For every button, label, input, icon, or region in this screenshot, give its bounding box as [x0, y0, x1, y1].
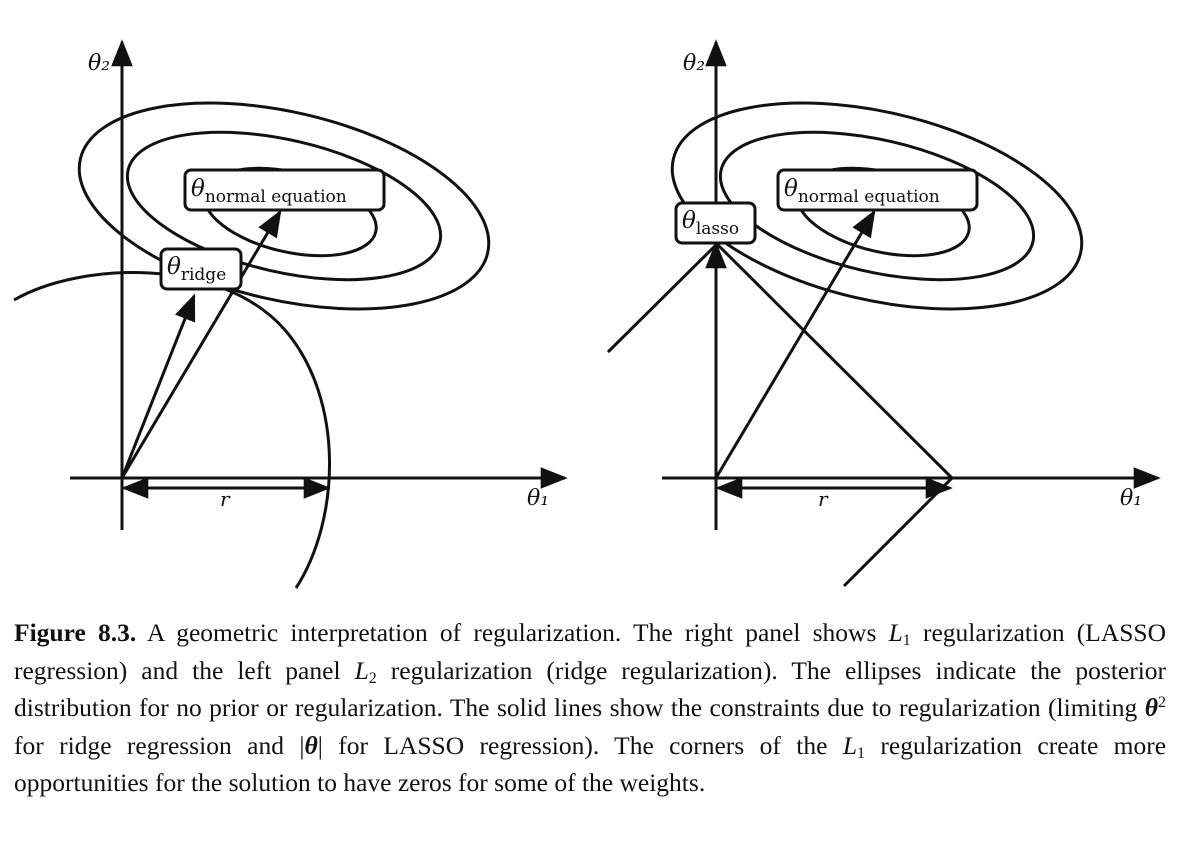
svg-text:θlasso: θlasso: [682, 208, 739, 239]
right-contour-outer: [670, 101, 1084, 311]
right-box-lasso: θlasso: [674, 201, 757, 245]
left-panel: [13, 39, 568, 589]
left-vector-normal: [120, 209, 282, 479]
svg-text:θnormal equation: θnormal equation: [784, 176, 940, 207]
left-contour-middle: [125, 130, 443, 282]
left-box-ridge: θridge: [159, 247, 243, 291]
right-box-normal-equation: θnormal equation: [776, 168, 979, 212]
right-x-axis-label: θ₁: [1120, 486, 1142, 511]
left-box-normal-equation: θnormal equation: [183, 168, 386, 212]
left-vector-ridge: [120, 293, 196, 479]
right-r-label: r: [818, 487, 829, 511]
svg-text:θnormal equation: θnormal equation: [191, 176, 347, 207]
left-l2-constraint-circle: [13, 271, 331, 589]
caption-label: Figure 8.3.: [14, 618, 137, 647]
left-x-axis-label: θ₁: [527, 486, 549, 511]
figure-panels: θ₂ θ₁ r θnormal equation θridge θ₂ θ₁ r …: [13, 39, 1161, 589]
right-vector-normal: [714, 209, 876, 479]
left-r-label: r: [220, 487, 231, 511]
figure-caption: Figure 8.3. A geometric interpretation o…: [14, 618, 1167, 798]
right-y-axis-label: θ₂: [683, 51, 705, 76]
left-contour-outer: [77, 101, 491, 311]
left-y-axis-label: θ₂: [88, 51, 110, 76]
right-contour-middle: [718, 130, 1036, 282]
right-panel: [606, 39, 1161, 588]
right-l1-constraint-diamond: [606, 241, 955, 588]
svg-text:θridge: θridge: [167, 254, 226, 285]
